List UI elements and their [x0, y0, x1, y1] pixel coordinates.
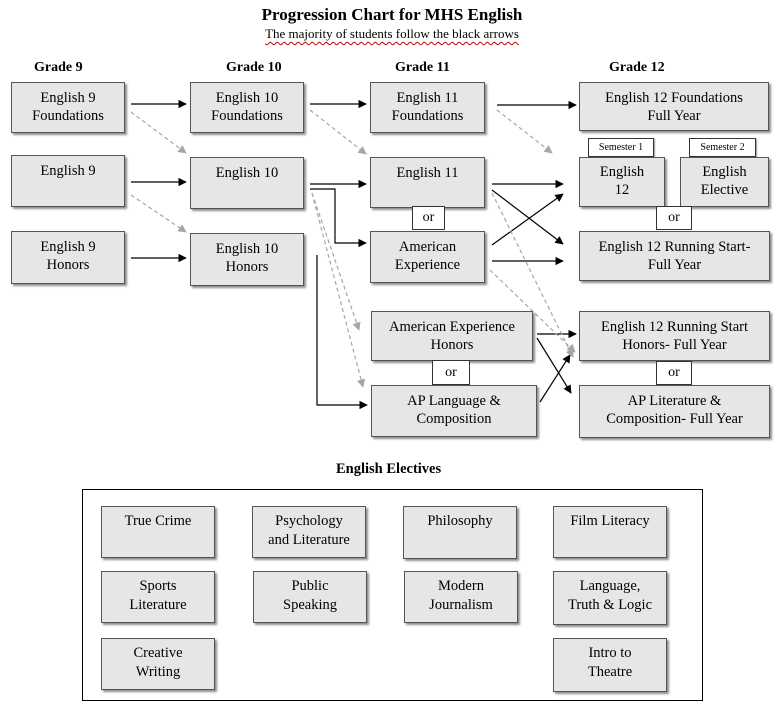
- course-english-12-running-start-honors: English 12 Running Start Honors- Full Ye…: [579, 311, 770, 361]
- course-english-9-foundations: English 9 Foundations: [11, 82, 125, 133]
- or-label-grade-12-a: or: [656, 206, 692, 230]
- course-english-12: English 12: [579, 157, 665, 207]
- elective-intro-to-theatre: Intro to Theatre: [553, 638, 667, 692]
- course-english-9-honors: English 9 Honors: [11, 231, 125, 284]
- chart-title: Progression Chart for MHS English: [261, 5, 523, 24]
- course-english-10: English 10: [190, 157, 304, 209]
- elective-public-speaking: Public Speaking: [253, 571, 367, 623]
- grade-12-heading: Grade 12: [609, 60, 665, 75]
- grade-11-heading: Grade 11: [395, 60, 450, 75]
- elective-philosophy: Philosophy: [403, 506, 517, 559]
- chart-subtitle: The majority of students follow the blac…: [265, 26, 519, 41]
- course-english-9: English 9: [11, 155, 125, 207]
- or-label-grade-11-b: or: [432, 360, 470, 385]
- or-label-grade-11-a: or: [412, 206, 445, 230]
- alt-arrow-e9-e10h: [130, 194, 187, 233]
- arrow-e10h-aplang: [316, 255, 368, 410]
- elective-modern-journalism: Modern Journalism: [404, 571, 518, 623]
- course-english-12-running-start: English 12 Running Start- Full Year: [579, 231, 770, 281]
- elective-true-crime: True Crime: [101, 506, 215, 558]
- grade-10-heading: Grade 10: [226, 60, 282, 75]
- electives-title: English Electives: [336, 461, 442, 477]
- elective-creative-writing: Creative Writing: [101, 638, 215, 690]
- elective-sports-literature: Sports Literature: [101, 571, 215, 623]
- arrow-e10-amexp: [310, 188, 367, 248]
- alt-arrow-e10-aplang: [311, 192, 366, 388]
- course-american-experience-honors: American Experience Honors: [371, 311, 533, 361]
- elective-language-truth-logic: Language, Truth & Logic: [553, 571, 667, 625]
- or-label-grade-12-b: or: [656, 361, 692, 385]
- course-ap-language-composition: AP Language & Composition: [371, 385, 537, 437]
- course-american-experience: American Experience: [370, 231, 485, 283]
- arrow-aplang-e12rsh: [539, 354, 571, 403]
- alt-arrow-e9f-e10: [130, 111, 187, 154]
- arrow-amexp-e12: [491, 193, 564, 246]
- course-english-10-honors: English 10 Honors: [190, 233, 304, 286]
- alt-arrow-e10f-e11: [309, 109, 367, 155]
- grade-9-heading: Grade 9: [34, 60, 83, 75]
- course-english-11: English 11: [370, 157, 485, 208]
- elective-psychology-and-literature: Psychology and Literature: [252, 506, 366, 558]
- course-english-elective: English Elective: [680, 157, 769, 207]
- alt-arrow-e10-amexph: [311, 192, 361, 331]
- elective-film-literacy: Film Literacy: [553, 506, 667, 558]
- course-english-10-foundations: English 10 Foundations: [190, 82, 304, 133]
- course-ap-literature-composition: AP Literature & Composition- Full Year: [579, 385, 770, 438]
- semester-1-label: Semester 1: [588, 138, 654, 157]
- course-english-11-foundations: English 11 Foundations: [370, 82, 485, 133]
- arrow-amexph-aplit: [536, 337, 572, 394]
- arrow-e11-e12rs: [491, 189, 564, 245]
- course-english-12-foundations: English 12 Foundations Full Year: [579, 82, 769, 131]
- semester-2-label: Semester 2: [689, 138, 756, 157]
- alt-arrow-e11f-e12: [496, 109, 553, 154]
